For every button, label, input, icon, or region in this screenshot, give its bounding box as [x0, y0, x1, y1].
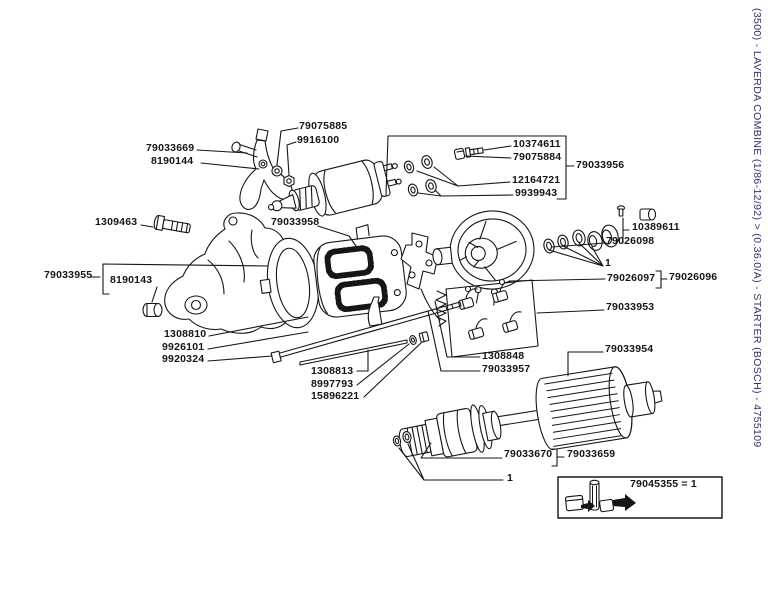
part-label-10374611: 10374611 [513, 138, 561, 150]
part-label-79033669: 79033669 [146, 142, 195, 154]
part-label-1308813: 1308813 [311, 365, 354, 377]
arrow-right-icon [613, 494, 636, 511]
intermediate-bearing-plate [259, 237, 320, 329]
shift-fork-lever [231, 128, 293, 210]
end-cap-and-screw [616, 205, 657, 221]
field-coil-assembly [313, 224, 407, 318]
part-label-79026096: 79026096 [669, 271, 718, 283]
part-label-79033670: 79033670 [504, 448, 553, 460]
part-label-1-shims: 1 [605, 257, 612, 269]
part-label-9926101: 9926101 [162, 341, 205, 353]
part-label-79026098: 79026098 [606, 235, 655, 247]
part-label-9916100: 9916100 [297, 134, 340, 146]
part-label-15896221: 15896221 [311, 390, 360, 402]
part-label-79033956: 79033956 [576, 159, 625, 171]
leader-lines [90, 127, 668, 481]
part-label-79033954: 79033954 [605, 343, 654, 355]
part-label-79033659: 79033659 [567, 448, 616, 460]
mounting-bolt [153, 214, 191, 234]
part-label-9939943: 9939943 [515, 187, 558, 199]
part-label-79033955: 79033955 [44, 269, 93, 281]
solenoid [267, 159, 402, 217]
part-label-79033953: 79033953 [606, 301, 655, 313]
pivot-bushing [142, 302, 163, 318]
part-label-79075884: 79075884 [513, 151, 562, 163]
part-label-8190144: 8190144 [151, 155, 194, 167]
part-label-1308810: 1308810 [164, 328, 207, 340]
part-label-1308848: 1308848 [482, 350, 525, 362]
part-label-8190143: 8190143 [110, 274, 153, 286]
fork-washer [271, 165, 283, 177]
thrust-rings [392, 431, 412, 447]
part-label-8997793: 8997793 [311, 378, 354, 390]
part-label-79033957: 79033957 [482, 363, 531, 375]
part-label-79033958: 79033958 [271, 216, 320, 228]
tie-bolt [270, 301, 462, 364]
terminal-stud [299, 331, 430, 366]
fork-nut [283, 174, 295, 188]
part-label-12164721: 12164721 [512, 174, 561, 186]
armature [476, 366, 663, 451]
part-label-10389611: 10389611 [632, 221, 680, 233]
commutator-end-shield [432, 210, 535, 306]
catalog-title: (3500) - LAVERDA COMBINE (1/86-12/92) > … [751, 8, 763, 448]
solenoid-hardware [403, 147, 484, 197]
arrow-right-icon [581, 500, 595, 512]
part-label-79045355-kit: 79045355 = 1 [630, 478, 697, 490]
part-label-79026097: 79026097 [607, 272, 656, 284]
part-label-1-rings: 1 [507, 472, 514, 484]
inset-box [557, 476, 723, 519]
part-label-1309463: 1309463 [95, 216, 138, 228]
brush-holder-plate [400, 232, 441, 321]
end-shield-shims [543, 224, 619, 254]
part-label-9920324: 9920324 [162, 353, 205, 365]
drive-pinion-assembly [398, 404, 502, 458]
brush-set [445, 278, 539, 358]
repair-kit-inset [557, 476, 723, 519]
part-label-79075885: 79075885 [299, 120, 348, 132]
